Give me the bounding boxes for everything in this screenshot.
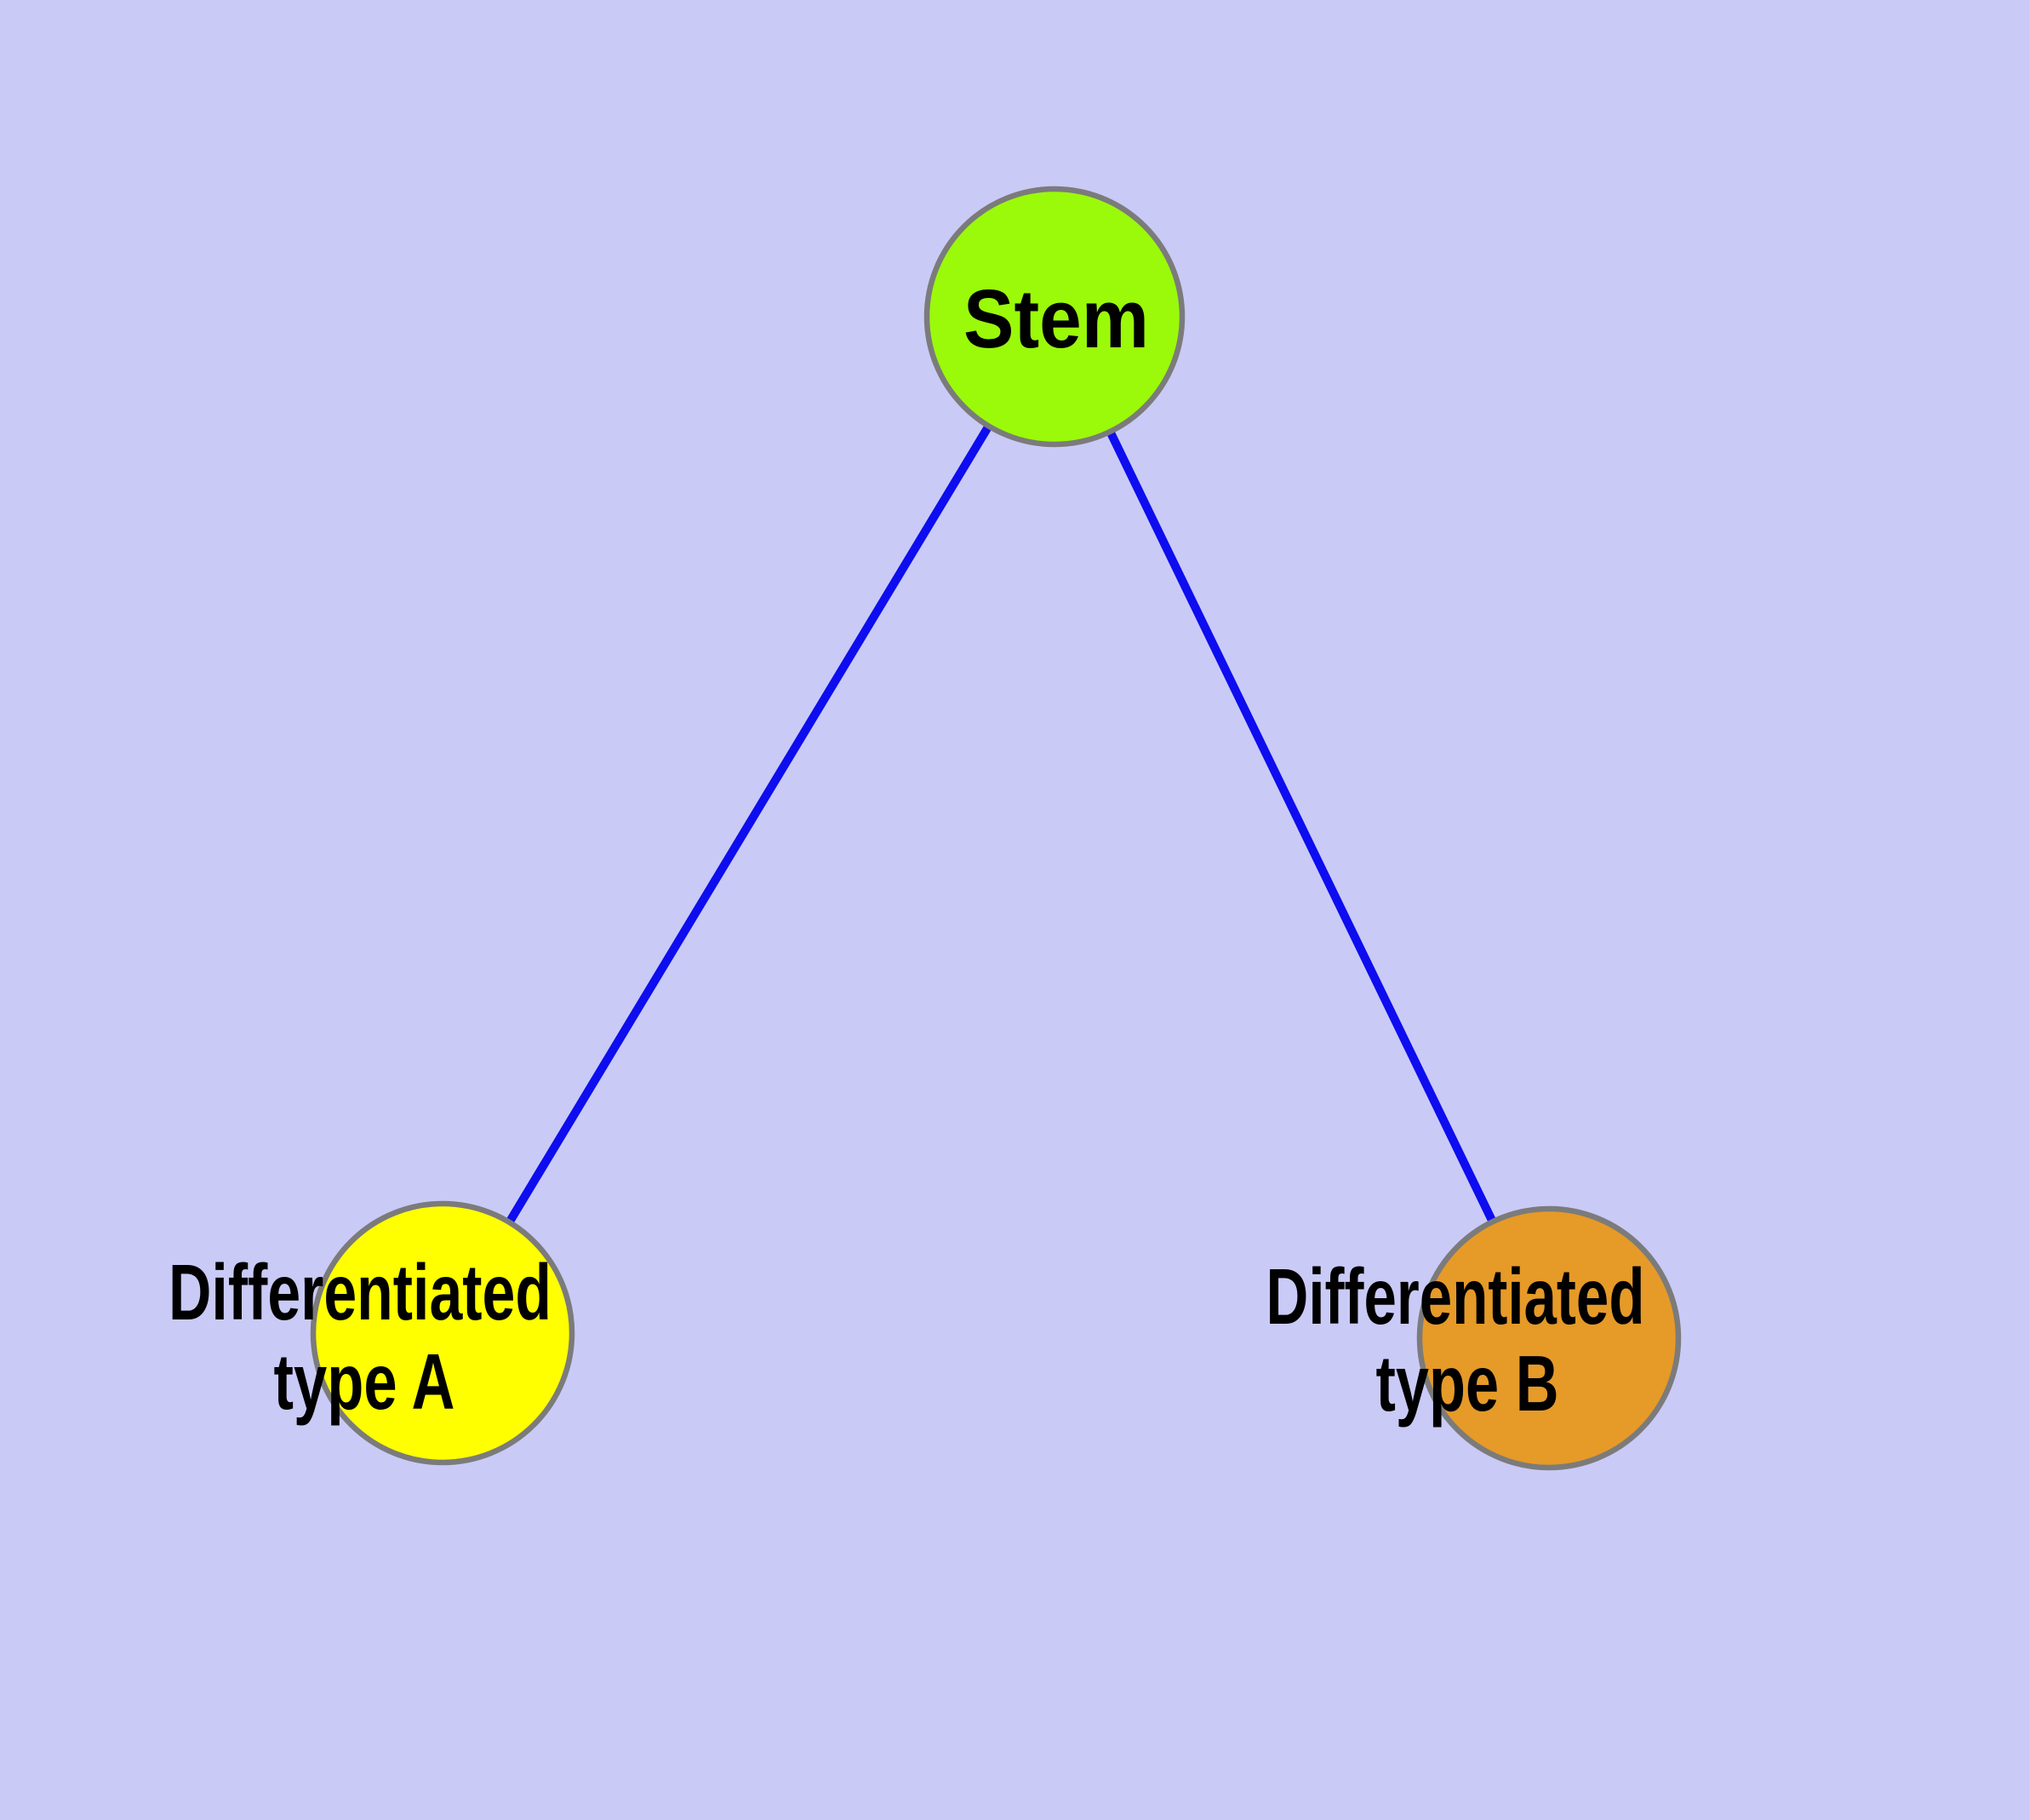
node-stem: [923, 186, 1186, 448]
edge-stem-to-type-a: [438, 314, 1059, 1336]
node-type-a-label-line2: type A: [274, 1337, 455, 1426]
edge-stem-to-type-b: [1050, 314, 1553, 1341]
node-type-b: [1416, 1205, 1682, 1471]
node-type-a: [310, 1200, 575, 1466]
node-type-b-label-line2: type B: [1376, 1339, 1559, 1428]
node-type-b-label-line1: Differentiated: [1266, 1252, 1645, 1341]
node-stem-label: Stem: [963, 272, 1149, 365]
node-type-a-label-line1: Differentiated: [169, 1248, 552, 1336]
